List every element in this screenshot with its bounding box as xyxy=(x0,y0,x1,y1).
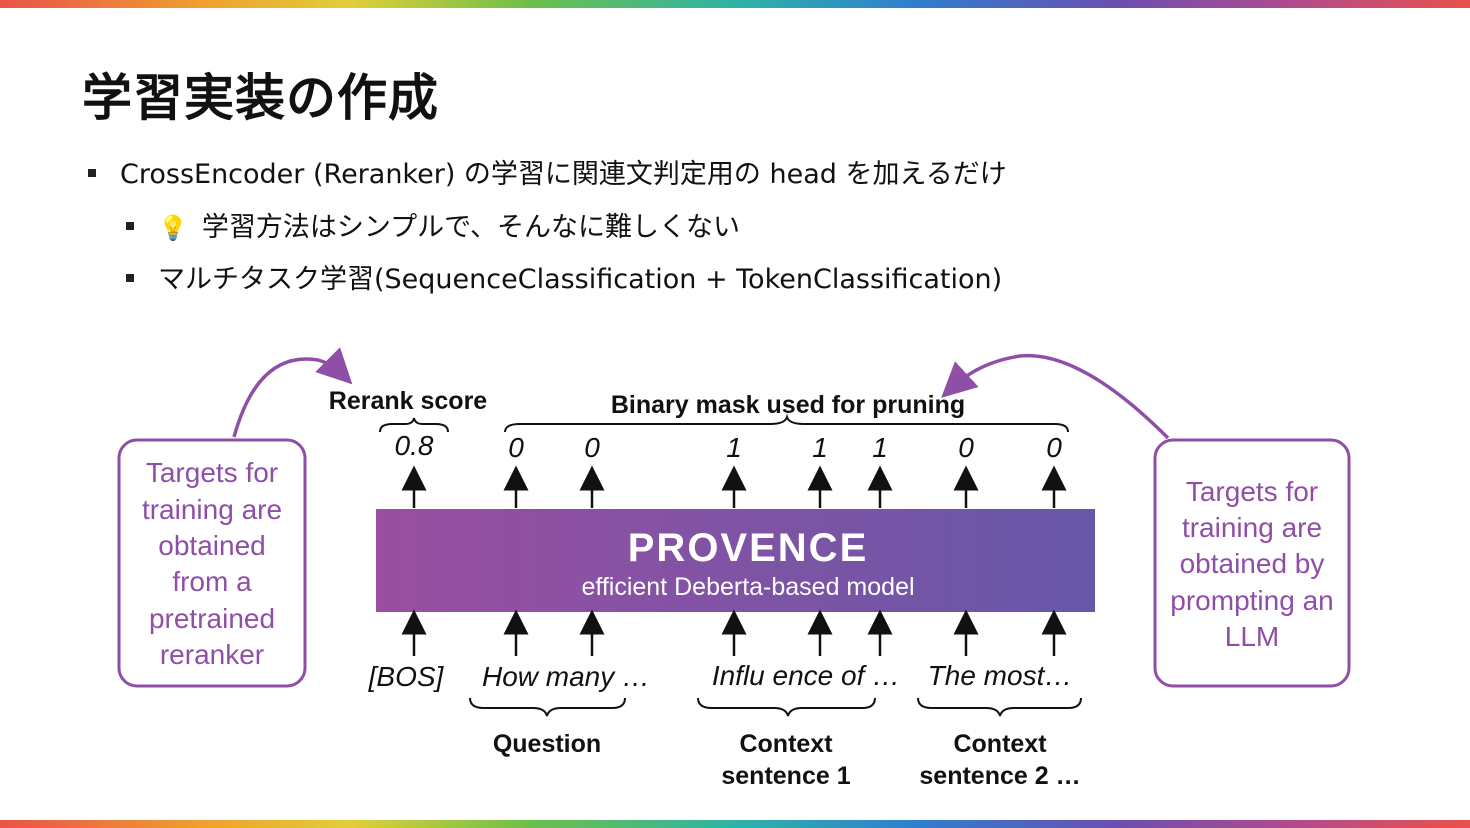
left-note-line: Targets for xyxy=(146,457,278,488)
left-note-line: reranker xyxy=(160,639,264,670)
bullet-2-text: 学習方法はシンプルで、そんなに難しくない xyxy=(201,212,740,243)
page-title: 学習実装の作成 xyxy=(82,69,439,127)
bullet-marker xyxy=(126,273,134,282)
right-note-line: LLM xyxy=(1225,621,1279,652)
mask-value: 1 xyxy=(872,432,888,463)
context1-label-line2: sentence 1 xyxy=(721,762,850,790)
input-bos: [BOS] xyxy=(368,661,445,692)
top-rainbow-bar xyxy=(0,0,1470,8)
left-note-line: training are xyxy=(142,494,282,525)
left-note-line: obtained xyxy=(158,530,265,561)
lightbulb-icon: 💡 xyxy=(158,214,188,242)
bottom-rainbow-bar xyxy=(0,820,1470,828)
output-rerank-score: 0.8 xyxy=(395,430,434,461)
context2-label-line2: sentence 2 … xyxy=(919,762,1080,790)
input-question: How many … xyxy=(482,661,650,692)
mask-value: 0 xyxy=(958,432,974,463)
right-note-line: obtained by xyxy=(1180,548,1325,579)
bullet-3-text: マルチタスク学習(SequenceClassification + TokenC… xyxy=(158,264,1003,295)
model-subtitle: efficient Deberta-based model xyxy=(581,573,914,601)
bullet-1: CrossEncoder (Reranker) の学習に関連文判定用の head… xyxy=(88,152,1007,191)
left-note-line: from a xyxy=(172,566,252,597)
mask-brace xyxy=(504,413,1069,433)
binary-mask-label: Binary mask used for pruning xyxy=(611,391,965,419)
rerank-brace xyxy=(379,417,449,433)
mask-value: 0 xyxy=(508,432,524,463)
mask-value: 0 xyxy=(1046,432,1062,463)
context1-label-line1: Context xyxy=(739,730,833,758)
bullet-1-text: CrossEncoder (Reranker) の学習に関連文判定用の head… xyxy=(120,159,1007,190)
input-context-2: The most… xyxy=(928,660,1073,691)
context2-label-line1: Context xyxy=(953,730,1047,758)
bullet-marker xyxy=(88,168,96,177)
bullet-3: マルチタスク学習(SequenceClassification + TokenC… xyxy=(126,257,1002,296)
right-note-line: prompting an xyxy=(1170,585,1333,616)
model-box xyxy=(376,509,1095,612)
left-curved-arrow xyxy=(232,347,353,438)
input-arrows xyxy=(401,609,1067,656)
rerank-score-label: Rerank score xyxy=(329,387,488,415)
mask-value: 1 xyxy=(812,432,828,463)
output-arrows xyxy=(401,465,1067,508)
context2-brace xyxy=(917,697,1082,717)
model-name: PROVENCE xyxy=(628,526,869,570)
input-context-1: Influ ence of … xyxy=(712,660,900,691)
left-note-line: pretrained xyxy=(149,603,275,634)
mask-value: 0 xyxy=(584,432,600,463)
bullet-2: 💡 学習方法はシンプルで、そんなに難しくない xyxy=(126,205,740,244)
right-note-line: Targets for xyxy=(1186,476,1318,507)
right-curved-arrow xyxy=(941,353,1170,440)
left-note-box xyxy=(117,438,307,688)
bullet-marker xyxy=(126,221,134,230)
mask-value: 1 xyxy=(726,432,742,463)
right-note-box xyxy=(1153,438,1351,688)
question-label: Question xyxy=(493,730,601,758)
context1-brace xyxy=(697,697,876,717)
question-brace xyxy=(469,697,626,717)
right-note-line: training are xyxy=(1182,512,1322,543)
